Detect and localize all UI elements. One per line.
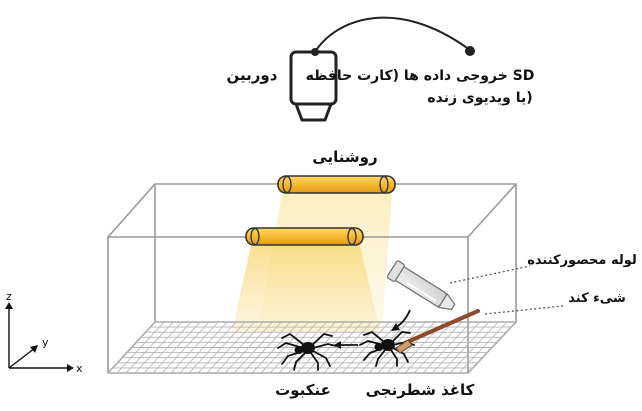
grid-line-col xyxy=(161,321,210,374)
grid-line-col xyxy=(170,321,219,374)
grid-line-col xyxy=(449,321,499,374)
grid-line-col xyxy=(251,321,300,374)
grid-line-col xyxy=(305,321,354,374)
grid-line-col xyxy=(260,321,309,374)
blunt-object-label: شیء کند xyxy=(568,291,625,306)
grid-line-col xyxy=(134,321,183,374)
spider-icon-right xyxy=(359,330,415,367)
light-beam-front xyxy=(232,245,380,332)
grid-line-col xyxy=(323,321,372,374)
spider-label: عنکبوت xyxy=(275,381,331,399)
output-label-line2: یا ویدیوی زنده) xyxy=(427,90,532,106)
grid-line-col xyxy=(116,321,165,374)
grid-line-col xyxy=(224,321,273,374)
grid-line-col xyxy=(422,321,472,374)
grid-line-col xyxy=(467,321,517,374)
output-label-line1: خروجی داده ها (کارت حافظه SD xyxy=(306,68,535,84)
grid-line-col xyxy=(386,321,436,374)
lighting-label: روشنایی xyxy=(312,148,377,166)
grid-line-col xyxy=(143,321,192,374)
data-cable xyxy=(314,16,471,53)
grid-line-col xyxy=(440,321,490,374)
cable-end-output xyxy=(465,46,475,56)
grid-line-col xyxy=(458,321,508,374)
grid-line-col xyxy=(206,321,255,374)
grid-line-col xyxy=(179,321,228,374)
grid-line-col xyxy=(215,321,264,374)
grid-line-col xyxy=(233,321,282,374)
grid-line-col xyxy=(188,321,237,374)
restraining-tube-label: لوله محصورکننده xyxy=(527,253,637,268)
grid-line-col xyxy=(152,321,201,374)
camera-label: دوربین xyxy=(227,66,278,84)
axis-triad xyxy=(5,302,74,372)
grid-line-col xyxy=(197,321,246,374)
restraining-tube-icon xyxy=(386,260,456,311)
checkerboard-label: کاغذ شطرنجی xyxy=(366,381,475,399)
leader-tube xyxy=(449,265,531,284)
light-tube-front xyxy=(245,227,364,246)
grid-line-col xyxy=(296,321,345,374)
grid-line-col xyxy=(269,321,318,374)
light-tube-back xyxy=(277,175,396,194)
grid-line-col xyxy=(341,321,390,374)
camera-icon xyxy=(289,50,338,122)
grid-line-col xyxy=(107,321,156,374)
axis-y-label: y xyxy=(42,336,49,349)
axis-z-label: z xyxy=(6,290,12,303)
brush-icon xyxy=(395,309,480,354)
cable-end-camera xyxy=(311,48,319,56)
leader-brush xyxy=(484,305,564,315)
grid-line-col xyxy=(332,321,381,374)
axis-x-label: x xyxy=(76,362,83,375)
grid-line-col xyxy=(242,321,291,374)
grid-line-col xyxy=(404,321,454,374)
grid-line-col xyxy=(431,321,481,374)
movement-arrow xyxy=(334,341,358,349)
tube-drop-arrowhead xyxy=(391,323,400,331)
checkerboard-floor xyxy=(107,321,517,374)
grid-line-col xyxy=(413,321,463,374)
grid-line-col xyxy=(125,321,174,374)
spider-icon-left xyxy=(277,332,337,371)
